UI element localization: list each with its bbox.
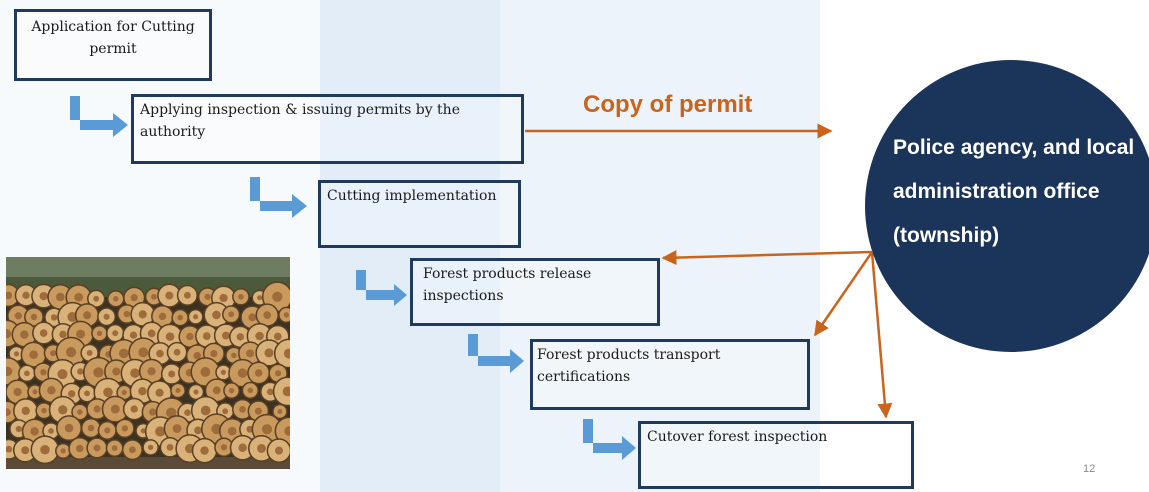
step-cutover-inspection: Cutover forest inspection bbox=[638, 421, 914, 489]
copy-of-permit-label: Copy of permit bbox=[583, 91, 753, 118]
bent-arrow-icon bbox=[250, 177, 307, 218]
feedback-arrow bbox=[661, 250, 873, 266]
bent-arrow-icon bbox=[356, 270, 407, 306]
step-release-inspections: Forest products release inspections bbox=[410, 258, 660, 326]
background-band bbox=[500, 0, 820, 492]
feedback-arrow bbox=[870, 251, 893, 419]
logs-photo-drawing bbox=[6, 257, 290, 469]
step-application: Application for Cutting permit bbox=[14, 9, 212, 81]
police-agency-label: Police agency, and local administration … bbox=[893, 136, 1135, 247]
logs-photo bbox=[6, 257, 290, 469]
step-cutting-implementation: Cutting implementation bbox=[318, 180, 521, 248]
police-agency-circle bbox=[865, 60, 1149, 352]
step-transport-certifications: Forest products transport certifications bbox=[530, 339, 810, 410]
feedback-arrow bbox=[813, 251, 874, 337]
step-inspection-permits: Applying inspection & issuing permits by… bbox=[131, 94, 524, 164]
page-number: 12 bbox=[1083, 463, 1096, 475]
bent-arrow-icon bbox=[583, 419, 636, 460]
bent-arrow-icon bbox=[468, 334, 524, 373]
bent-arrow-icon bbox=[70, 96, 128, 137]
